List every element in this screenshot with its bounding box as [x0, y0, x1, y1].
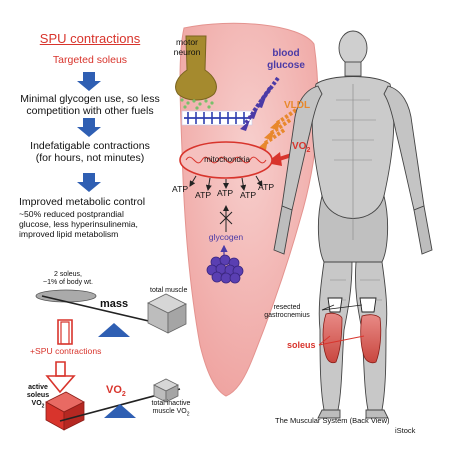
resected-gastrocnemius-label: resected gastrocnemius	[264, 304, 310, 320]
panel-title: SPU contractions	[39, 31, 141, 46]
step-arrow-2	[77, 118, 101, 137]
step-2-text: Indefatigable contractions (for hours, n…	[30, 140, 150, 165]
total-inactive-label: total inactive muscle VO2	[151, 400, 191, 418]
total-muscle-label: total muscle	[150, 287, 188, 294]
mitochondria-label: mitochondria	[204, 155, 250, 164]
mass-balance-icon	[35, 289, 187, 337]
vo2-label: VO2	[292, 141, 311, 154]
step-arrow-1	[77, 72, 101, 91]
callout-lines	[318, 304, 365, 346]
mitochondria-icon	[179, 141, 273, 179]
sarcomere-band-icon	[181, 110, 253, 126]
motor-neuron-label: motor neuron	[173, 37, 201, 57]
blood-glucose-label: blood glucose	[267, 48, 305, 71]
figure-credit: iStock	[395, 426, 416, 435]
step-arrow-3	[77, 173, 101, 192]
glycogen-blocked-arrow	[219, 205, 233, 232]
atp-label-3: ATP	[217, 188, 234, 198]
atp-label-1: ATP	[172, 184, 189, 194]
vldl-arrows	[258, 108, 298, 150]
step-1-text: Minimal glycogen use, so less competitio…	[20, 93, 160, 118]
step-3-title: Improved metabolic control	[19, 196, 146, 208]
spu-down-arrow-icon	[45, 319, 76, 394]
figure-caption: The Muscular System (Back View)	[275, 416, 390, 425]
spu-contractions-label: +SPU contractions	[30, 346, 102, 356]
soleus-label: soleus	[287, 340, 316, 350]
glycogen-granule-icon	[206, 244, 244, 284]
soleus-mass-label: 2 soleus, ~1% of body wt.	[42, 271, 93, 287]
mass-label: mass	[100, 298, 129, 310]
motor-neuron-icon	[175, 35, 217, 110]
vldl-label: VLDL	[284, 100, 311, 111]
atp-label-4: ATP	[240, 190, 257, 200]
atp-arrows	[189, 175, 263, 191]
panel-subtitle: Targeted soleus	[52, 54, 128, 66]
vo2-balance-label: VO2	[106, 384, 126, 399]
active-soleus-label: active soleus VO2	[26, 384, 50, 410]
soleus-highlight	[322, 312, 382, 364]
glucose-arrows	[240, 76, 280, 131]
vo2-balance-icon	[45, 378, 181, 431]
glycogen-label: glycogen	[208, 232, 244, 242]
atp-label-2: ATP	[195, 190, 212, 200]
step-3-detail: ~50% reduced postprandial glucose, less …	[19, 209, 138, 239]
atp-label-5: ATP	[258, 182, 275, 192]
